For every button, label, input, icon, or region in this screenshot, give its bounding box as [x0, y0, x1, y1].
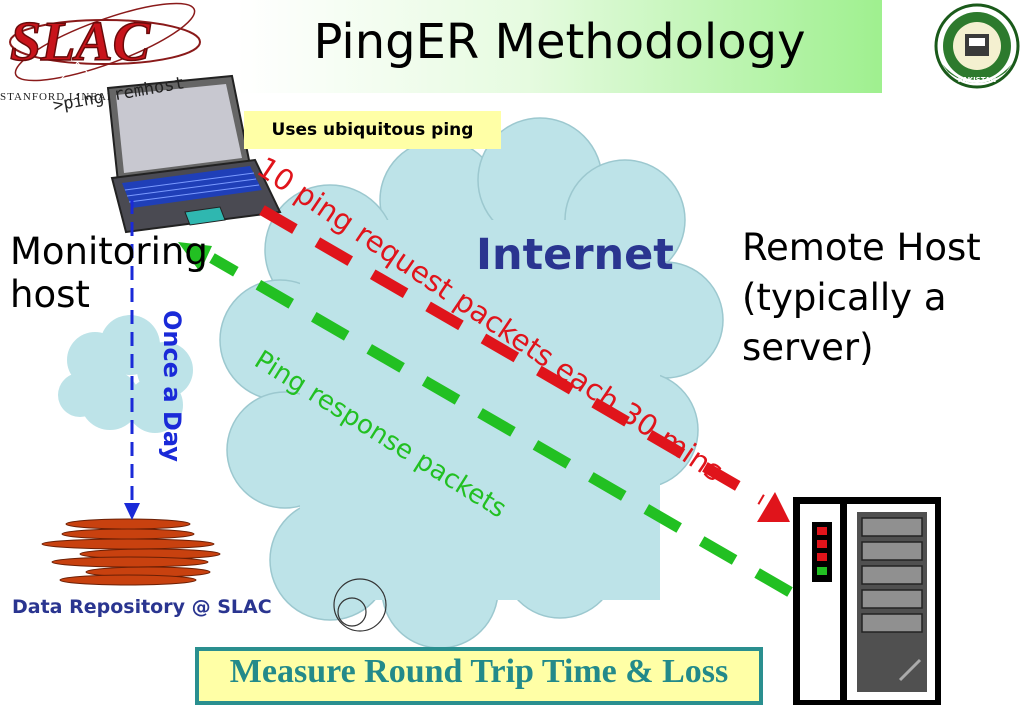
slac-logo: SLAC STANFORD LINEAR — [0, 2, 201, 103]
cloud-tail-large — [333, 578, 387, 632]
university-seal: PAKISTAN — [934, 3, 1020, 89]
once-a-day-label: Once a Day — [158, 310, 186, 462]
slac-logo-caption: STANFORD LINEAR — [0, 91, 115, 103]
repository-label: Data Repository @ SLAC — [12, 596, 272, 618]
data-repository-icon — [41, 518, 221, 586]
server-icon — [793, 497, 941, 705]
laptop-icon — [106, 74, 282, 234]
internet-label: Internet — [476, 230, 674, 280]
page-title: PingER Methodology — [313, 14, 806, 70]
response-arrow — [209, 253, 793, 597]
title-banner — [237, 0, 882, 93]
summary-box — [195, 647, 763, 705]
request-arrow — [259, 205, 765, 505]
request-arrowhead — [757, 492, 790, 522]
cloud-tail-small — [337, 597, 367, 627]
small-cloud — [58, 315, 193, 433]
ping-badge: Uses ubiquitous ping — [244, 111, 501, 149]
monitoring-host-label: Monitoring host — [10, 230, 208, 316]
summary-text: Measure Round Trip Time & Loss — [229, 653, 729, 690]
seal-caption: PAKISTAN — [958, 76, 997, 84]
daily-transfer-arrowhead — [124, 503, 140, 520]
remote-host-label: Remote Host (typically a server) — [742, 226, 981, 369]
slac-logo-text: SLAC — [10, 11, 151, 73]
response-arrowhead — [178, 242, 212, 272]
